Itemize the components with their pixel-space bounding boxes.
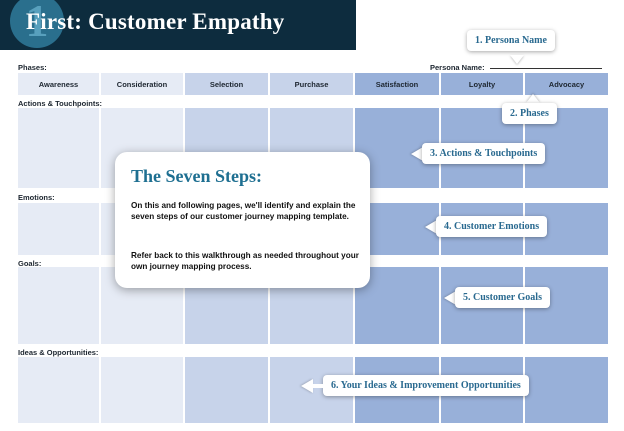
annotation-ideas: 6. Your Ideas & Improvement Opportunitie… bbox=[323, 375, 529, 396]
phase-awareness: Awareness bbox=[18, 73, 101, 95]
annotation-actions: 3. Actions & Touchpoints bbox=[422, 143, 546, 164]
title-text: Customer Empathy bbox=[82, 9, 285, 34]
arrow-left-icon bbox=[301, 379, 313, 393]
page-title: First: Customer Empathy bbox=[26, 9, 284, 35]
callout-title: The Seven Steps: bbox=[131, 166, 263, 186]
ideas-cell bbox=[185, 357, 270, 423]
phase-header-row: Awareness Consideration Selection Purcha… bbox=[18, 73, 608, 95]
annotation-phases: 2. Phases bbox=[502, 103, 557, 124]
phase-consideration: Consideration bbox=[101, 73, 185, 95]
emotions-label: Emotions: bbox=[18, 193, 55, 202]
phase-purchase: Purchase bbox=[270, 73, 355, 95]
callout-paragraph-2: Refer back to this walkthrough as needed… bbox=[131, 251, 359, 271]
seven-steps-callout: The Seven Steps: On this and following p… bbox=[115, 152, 370, 288]
phase-loyalty: Loyalty bbox=[441, 73, 525, 95]
actions-label: Actions & Touchpoints: bbox=[18, 99, 103, 108]
arrow-shaft bbox=[311, 384, 325, 388]
persona-name-line bbox=[490, 68, 602, 69]
emotions-cell bbox=[18, 203, 101, 255]
ideas-cell bbox=[18, 357, 101, 423]
header-banner: 1 First: Customer Empathy bbox=[0, 0, 356, 50]
ideas-cell bbox=[525, 357, 608, 423]
annotation-emotions: 4. Customer Emotions bbox=[436, 216, 548, 237]
arrow-left-icon bbox=[444, 291, 456, 305]
actions-cell bbox=[18, 108, 101, 188]
arrow-left-icon bbox=[411, 147, 423, 161]
persona-name-label: Persona Name: bbox=[430, 63, 485, 72]
phase-advocacy: Advocacy bbox=[525, 73, 608, 95]
arrow-left-icon bbox=[425, 220, 437, 234]
step-number-badge: 1 bbox=[10, 0, 64, 48]
goals-cell bbox=[18, 267, 101, 344]
arrow-up-icon bbox=[526, 94, 540, 103]
callout-paragraph-1: On this and following pages, we'll ident… bbox=[131, 201, 356, 221]
phase-satisfaction: Satisfaction bbox=[355, 73, 441, 95]
phases-label: Phases: bbox=[18, 63, 47, 72]
goals-label: Goals: bbox=[18, 259, 42, 268]
annotation-persona-name: 1. Persona Name bbox=[467, 30, 555, 51]
phase-selection: Selection bbox=[185, 73, 270, 95]
annotation-goals: 5. Customer Goals bbox=[455, 287, 550, 308]
ideas-cell bbox=[101, 357, 185, 423]
ideas-label: Ideas & Opportunities: bbox=[18, 348, 99, 357]
title-prefix: First: bbox=[26, 9, 83, 34]
arrow-down-icon bbox=[510, 55, 524, 64]
